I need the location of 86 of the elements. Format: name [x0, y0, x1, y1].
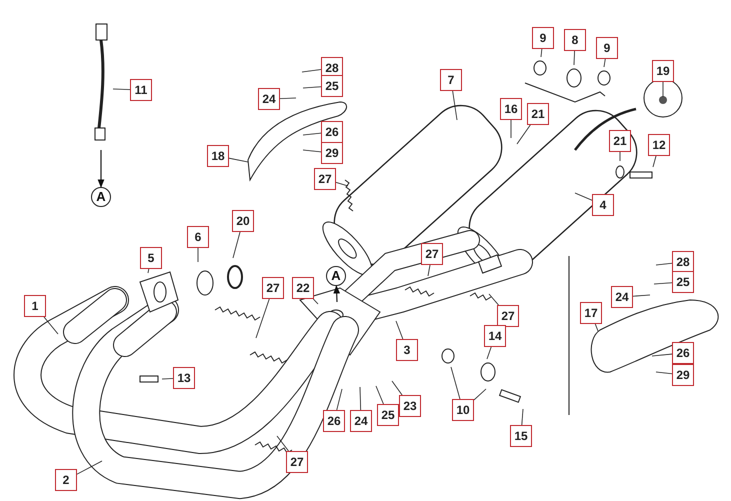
callout-number: 20: [232, 210, 254, 232]
leader-line: [336, 182, 348, 186]
arrow: [98, 150, 104, 188]
callout-number: 24: [350, 410, 372, 432]
leader-line: [656, 372, 672, 374]
leader-line: [112, 88, 130, 90]
callout-number: 23: [399, 395, 421, 417]
leader-line: [488, 294, 499, 306]
callout-number: 26: [323, 410, 345, 432]
arrow: [333, 285, 340, 302]
leader-line: [452, 90, 458, 120]
callout-number: 3: [396, 339, 418, 361]
leader-line: [521, 408, 524, 426]
callout-number: 25: [377, 404, 399, 426]
leader-line: [312, 298, 318, 304]
leader-line: [302, 69, 322, 72]
leader-line: [256, 298, 270, 338]
leader-line: [594, 324, 598, 332]
leader-line: [632, 294, 650, 297]
callout-number: 11: [130, 79, 152, 101]
leader-line: [276, 436, 289, 452]
callout-number: 16: [500, 98, 522, 120]
callout-number: 14: [484, 325, 506, 347]
callout-number: 29: [321, 142, 343, 164]
leader-line: [360, 386, 362, 410]
leader-line: [302, 150, 322, 152]
callout-number: 17: [580, 302, 602, 324]
leader-line: [656, 262, 672, 266]
leader-line: [76, 460, 102, 475]
callout-number: 9: [532, 27, 554, 49]
leader-line: [396, 320, 404, 340]
leader-line: [510, 120, 512, 138]
callout-number: 25: [672, 271, 694, 293]
leader-line: [162, 378, 174, 380]
leader-line: [604, 58, 606, 68]
leader-line: [148, 268, 150, 274]
callout-number: 27: [314, 168, 336, 190]
callout-number: 5: [140, 247, 162, 269]
callout-number: 6: [187, 226, 209, 248]
leader-line: [228, 158, 248, 162]
leader-line: [376, 386, 384, 404]
leader-line: [574, 50, 575, 66]
callout-number: 26: [672, 342, 694, 364]
callout-number: 27: [497, 305, 519, 327]
leader-line: [486, 346, 492, 360]
leader-line: [450, 366, 460, 400]
leader-line: [652, 354, 672, 356]
leader-line: [540, 48, 542, 58]
callout-number: 27: [421, 243, 443, 265]
leader-line: [302, 86, 322, 88]
callout-number: 21: [609, 130, 631, 152]
callout-number: 25: [321, 75, 343, 97]
callout-number: 10: [452, 399, 474, 421]
leader-line: [516, 124, 531, 144]
leader-line: [662, 82, 664, 98]
callout-number: 19: [652, 60, 674, 82]
callout-number: 24: [258, 88, 280, 110]
leader-line: [44, 316, 58, 334]
callout-number: 9: [596, 37, 618, 59]
callout-number: 12: [648, 134, 670, 156]
callout-number: 8: [564, 29, 586, 51]
leader-line: [232, 232, 240, 258]
leader-line: [574, 192, 592, 201]
leader-line: [652, 156, 656, 168]
callout-number: 27: [262, 277, 284, 299]
callout-number: 21: [527, 103, 549, 125]
leader-line: [392, 380, 402, 396]
callout-number: 4: [592, 194, 614, 216]
callout-number: 13: [173, 367, 195, 389]
callout-number: 24: [611, 286, 633, 308]
leader-line: [474, 388, 486, 400]
leader-line: [654, 282, 672, 284]
callout-number: 29: [672, 364, 694, 386]
leader-line: [336, 388, 342, 410]
leader-line: [280, 98, 296, 99]
callout-number: 28: [672, 251, 694, 273]
callout-number: 2: [55, 469, 77, 491]
callout-number: 1: [24, 295, 46, 317]
callout-number: 7: [440, 69, 462, 91]
callout-number: 27: [286, 451, 308, 473]
callout-number: 18: [207, 145, 229, 167]
callout-number: 15: [510, 425, 532, 447]
callout-number: 22: [292, 277, 314, 299]
leader-line: [428, 264, 430, 276]
callout-number: 26: [321, 121, 343, 143]
leader-line: [302, 132, 322, 136]
